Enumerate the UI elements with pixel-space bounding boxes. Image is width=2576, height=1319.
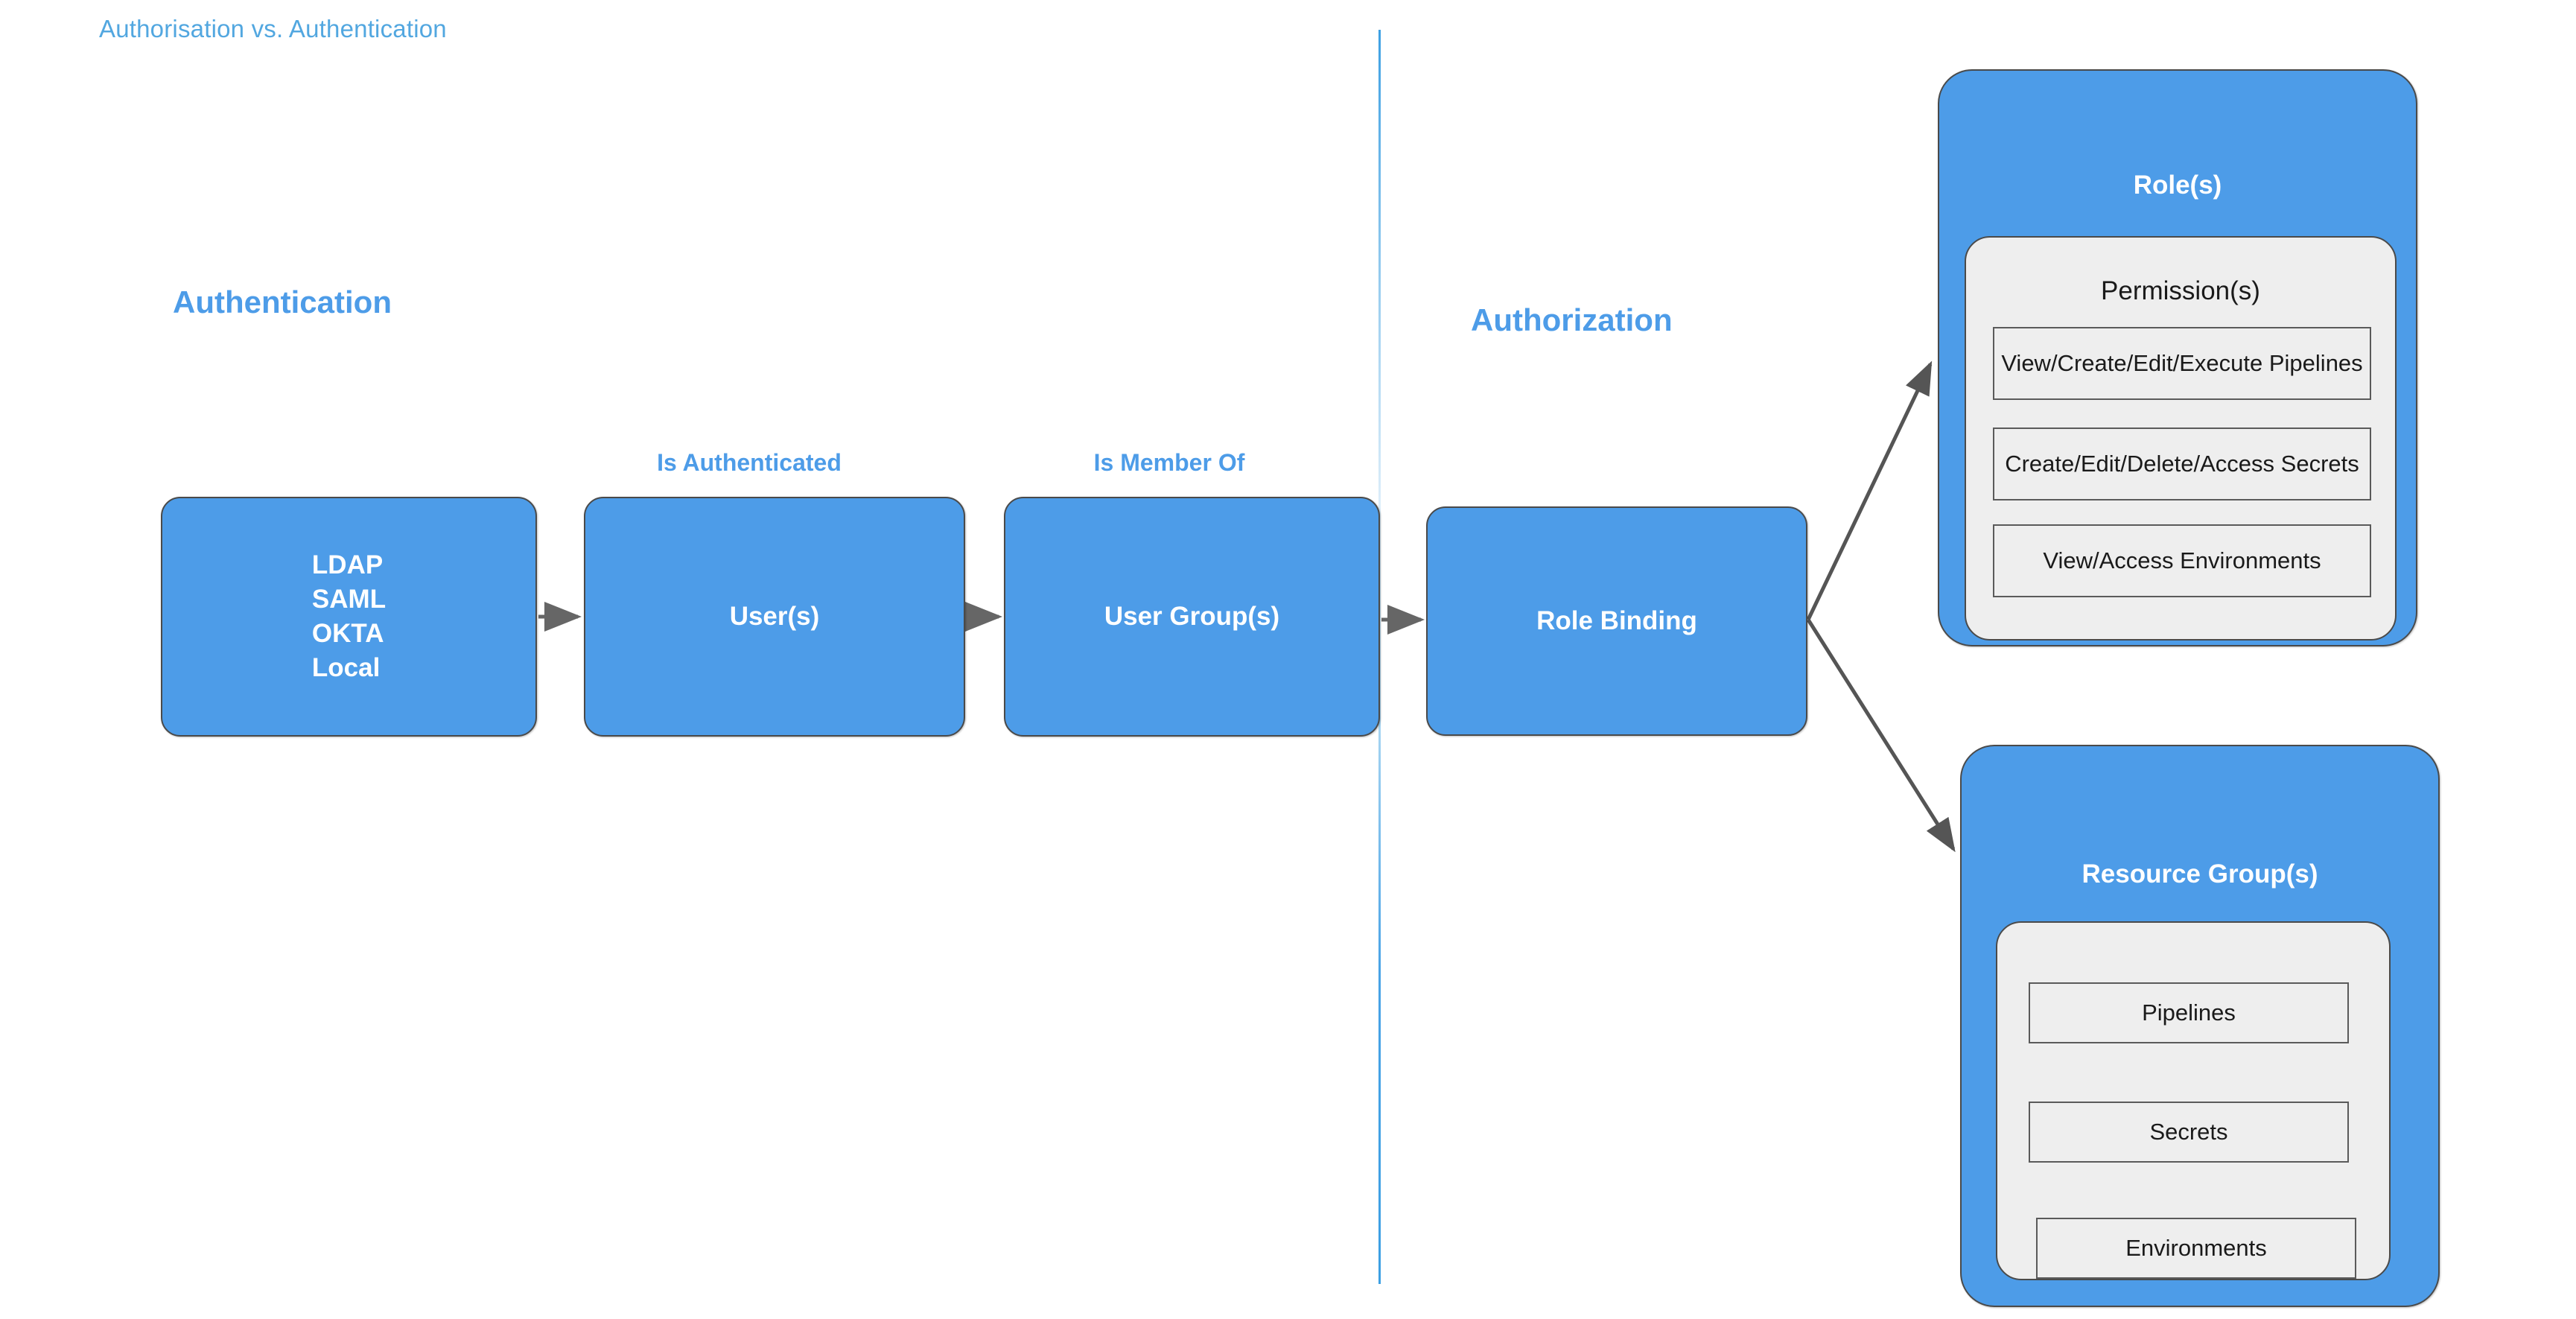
permission-item[interactable]: View/Access Environments (1993, 524, 2371, 597)
permission-item[interactable]: View/Create/Edit/Execute Pipelines (1993, 327, 2371, 400)
role-binding-box[interactable]: Role Binding (1426, 506, 1807, 736)
resource-groups-title: Resource Group(s) (2082, 859, 2318, 889)
users-box[interactable]: User(s) (584, 497, 965, 737)
arrow-role-binding-to-resource-groups (1806, 618, 1956, 853)
authentication-section-header: Authentication (173, 285, 392, 320)
resources-panel: Pipelines Secrets Environments (1996, 921, 2391, 1280)
authorization-section-header: Authorization (1471, 302, 1673, 337)
resource-item[interactable]: Pipelines (2029, 982, 2349, 1043)
resource-item[interactable]: Environments (2036, 1218, 2356, 1279)
role-binding-box-label: Role Binding (1536, 606, 1697, 635)
identity-providers-box[interactable]: LDAP SAML OKTA Local (161, 497, 537, 737)
users-box-label: User(s) (729, 601, 820, 631)
edge-label-is-member-of: Is Member Of (1093, 449, 1245, 476)
identity-provider-ldap: LDAP (311, 550, 384, 579)
roles-group[interactable]: Role(s) Permission(s) View/Create/Edit/E… (1938, 69, 2417, 646)
roles-group-title: Role(s) (2133, 171, 2222, 200)
permissions-panel-title: Permission(s) (2101, 276, 2260, 305)
identity-provider-local: Local (311, 653, 381, 683)
arrow-role-binding-to-roles (1806, 360, 1933, 621)
identity-providers-list: LDAP SAML OKTA Local (312, 548, 386, 686)
resource-item[interactable]: Secrets (2029, 1102, 2349, 1163)
resource-groups-group[interactable]: Resource Group(s) Pipelines Secrets Envi… (1960, 745, 2440, 1307)
page-title: Authorisation vs. Authentication (99, 15, 447, 42)
identity-provider-saml: SAML (311, 584, 387, 614)
edge-label-is-authenticated: Is Authenticated (657, 449, 842, 476)
user-groups-box[interactable]: User Group(s) (1004, 497, 1380, 737)
user-groups-box-label: User Group(s) (1104, 601, 1280, 631)
permissions-panel: Permission(s) View/Create/Edit/Execute P… (1965, 236, 2397, 641)
permission-item[interactable]: Create/Edit/Delete/Access Secrets (1993, 428, 2371, 500)
identity-provider-okta: OKTA (311, 619, 384, 648)
